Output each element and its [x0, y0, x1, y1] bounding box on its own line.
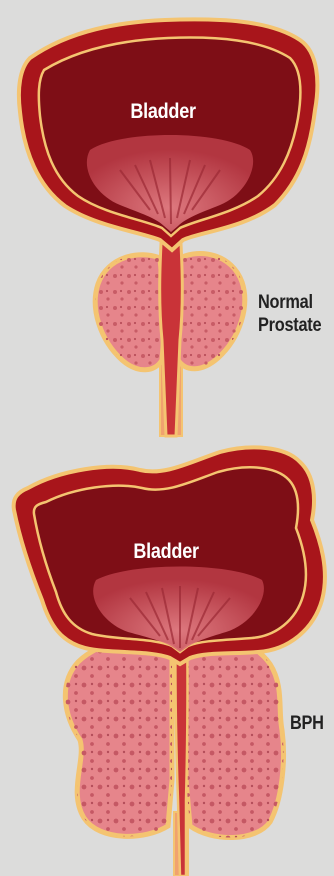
normal-panel: [19, 19, 317, 436]
normal-prostate-label: Normal Prostate: [258, 291, 334, 337]
bph-label: BPH: [290, 712, 324, 735]
bladder-label-bottom: Bladder: [133, 540, 198, 564]
bph-panel: [14, 447, 325, 876]
bladder-label-top: Bladder: [130, 100, 195, 124]
